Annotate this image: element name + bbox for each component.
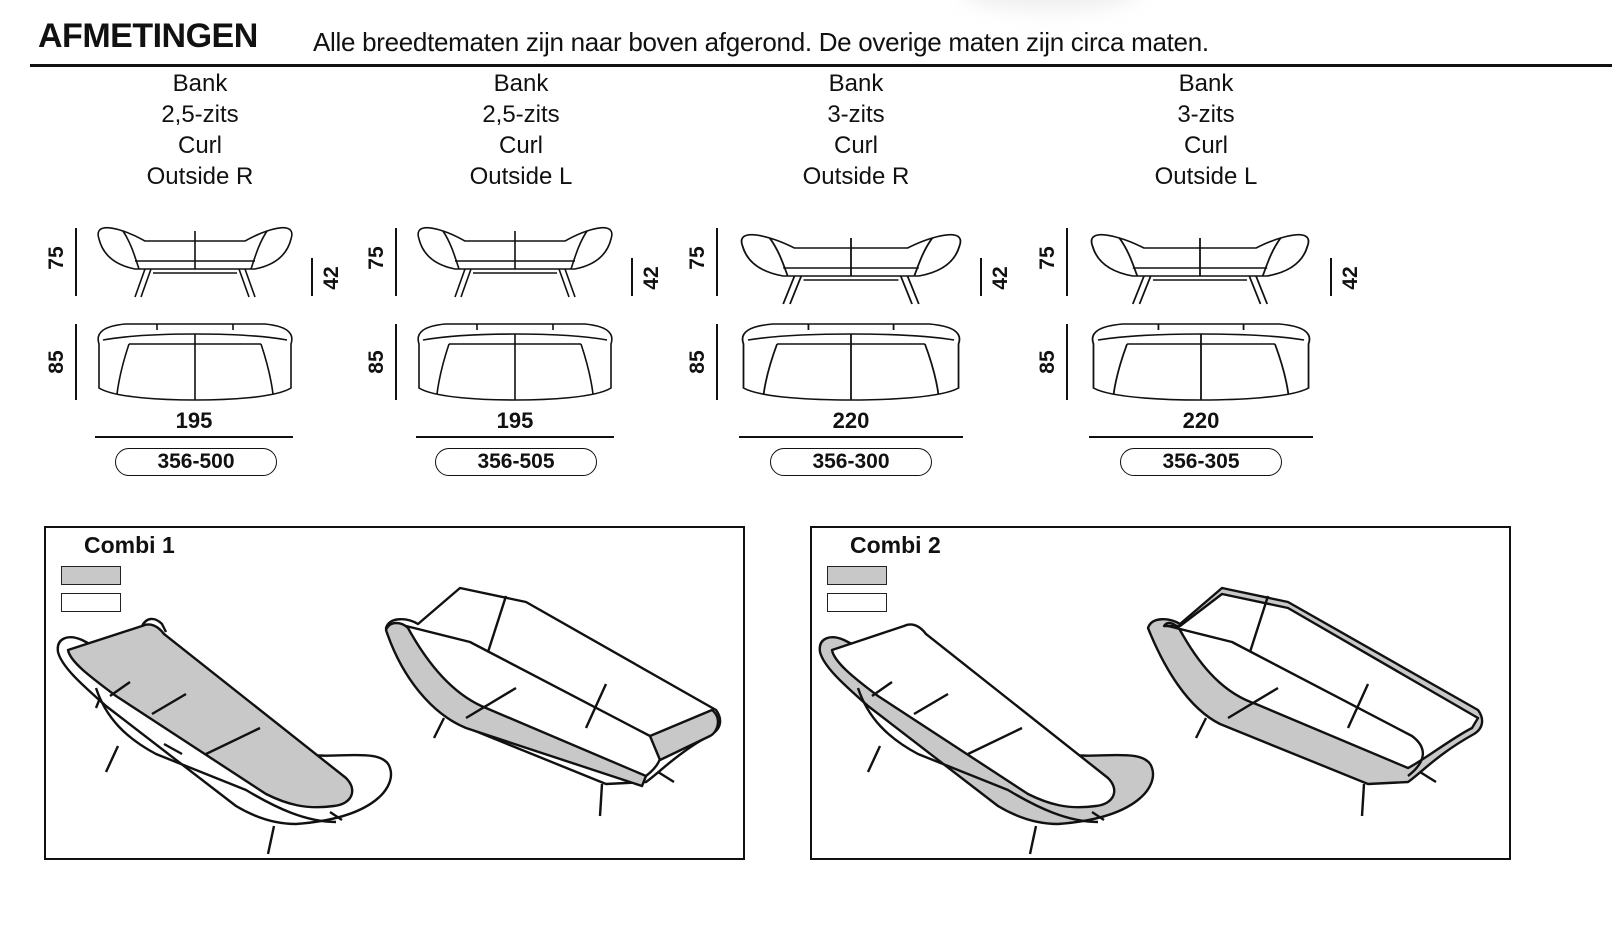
depth-dimension: 85 — [686, 350, 709, 374]
article-code: 356-300 — [770, 448, 932, 476]
combi-1-panel: Combi 1 — [44, 526, 745, 860]
product-variant: Outside L — [1154, 163, 1258, 190]
product-type: Bank — [493, 70, 549, 97]
product-seats: 3-zits — [1177, 101, 1235, 128]
width-dimension: 220 — [1182, 408, 1220, 433]
depth-dimension: 85 — [365, 350, 388, 374]
product-model: Curl — [498, 132, 543, 159]
gray-fabric-swatch — [827, 566, 887, 585]
seat-height-dimension: 42 — [989, 266, 1012, 290]
product-type: Bank — [172, 70, 228, 97]
gray-fabric-swatch — [61, 566, 121, 585]
combi-2-panel: Combi 2 — [810, 526, 1511, 860]
dimensions-note: Alle breedtematen zijn naar boven afgero… — [313, 27, 1209, 57]
width-dimension: 195 — [175, 408, 213, 433]
white-fabric-swatch — [61, 593, 121, 612]
depth-dimension: 85 — [45, 350, 68, 374]
article-code: 356-505 — [435, 448, 597, 476]
product-variant: Outside R — [802, 163, 910, 190]
product-seats: 2,5-zits — [482, 101, 560, 128]
depth-dimension: 85 — [1036, 350, 1059, 374]
article-code: 356-305 — [1120, 448, 1282, 476]
header-rule — [30, 64, 1612, 67]
combi-title: Combi 2 — [850, 532, 941, 558]
product-variant: Outside R — [146, 163, 254, 190]
product-model: Curl — [833, 132, 878, 159]
product-seats: 3-zits — [827, 101, 885, 128]
product-model: Curl — [1183, 132, 1228, 159]
product-label: Bank 2,5-zits Curl Outside R — [70, 68, 330, 192]
seat-height-dimension: 42 — [320, 266, 343, 290]
height-dimension: 75 — [1036, 246, 1059, 270]
product-type: Bank — [828, 70, 884, 97]
height-dimension: 75 — [365, 246, 388, 270]
height-dimension: 75 — [45, 246, 68, 270]
product-label: Bank 3-zits Curl Outside R — [726, 68, 986, 192]
product-variant: Outside L — [469, 163, 573, 190]
seat-height-dimension: 42 — [1339, 266, 1362, 290]
combi-2-sofas — [818, 586, 1484, 855]
height-dimension: 75 — [686, 246, 709, 270]
white-fabric-swatch — [827, 593, 887, 612]
page-title: AFMETINGEN — [38, 17, 258, 55]
combi-title: Combi 1 — [84, 532, 175, 558]
scan-glare — [960, 0, 1140, 10]
sofa-drawings — [75, 226, 1332, 438]
seat-height-dimension: 42 — [640, 266, 663, 290]
product-type: Bank — [1178, 70, 1234, 97]
width-dimension: 195 — [496, 408, 534, 433]
product-label: Bank 3-zits Curl Outside L — [1076, 68, 1336, 192]
article-code: 356-500 — [115, 448, 277, 476]
combi-1-sofas — [56, 586, 722, 855]
width-dimension: 220 — [832, 408, 870, 433]
product-seats: 2,5-zits — [161, 101, 239, 128]
product-model: Curl — [177, 132, 222, 159]
product-label: Bank 2,5-zits Curl Outside L — [391, 68, 651, 192]
